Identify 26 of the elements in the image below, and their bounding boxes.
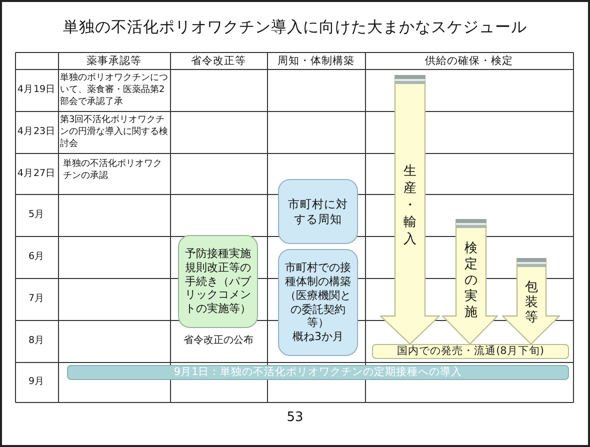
timeline-bar: 国内での発売・流通(8月下旬) [372, 344, 569, 359]
row-date: 8月 [28, 335, 45, 347]
diagram-title: 単独の不活化ポリオワクチン導入に向けた大まかなスケジュール [63, 17, 527, 37]
row-date: 9月 [28, 376, 45, 388]
row-date: 4月23日 [17, 126, 56, 138]
event-note: 省令改正の公布 [184, 334, 254, 346]
column-header: 周知・体制構築 [278, 54, 354, 68]
task-box: 市町村での接種体制の構築（医療機関との委託契約等） 概ね3か月 [278, 249, 358, 356]
column-header: 供給の確保・検定 [425, 54, 513, 68]
task-box: 予防接種実施規則改正等の手続き（パブリックコメントの実施等） [178, 235, 258, 328]
timeline-bar: 9月1日：単独の不活化ポリオワクチンの定期接種への導入 [67, 365, 569, 380]
column-header: 省令改正等 [191, 54, 246, 68]
task-box: 市町村に対する周知 [278, 179, 358, 244]
row-date: 4月27日 [17, 168, 56, 180]
edge-label: 生産・輸入 [403, 163, 417, 248]
row-date: 7月 [28, 293, 45, 305]
row-date: 6月 [28, 251, 45, 263]
row-date: 5月 [28, 209, 45, 221]
edge-label: 包装等 [524, 280, 538, 325]
row-date: 4月19日 [17, 84, 56, 96]
edge-label: 検定の実施 [464, 241, 478, 321]
page-number: 53 [286, 410, 304, 426]
column-header: 薬事承認等 [86, 54, 142, 68]
event-note: 単独の不活化ポリオワクチンの承認 [63, 158, 163, 182]
event-note: 第3回不活化ポリオワクチンの円滑な導入に関する検討会 [60, 114, 168, 150]
event-note: 単独のポリオワクチンについて、薬食審・医薬品第2部会で承認了承 [60, 72, 168, 108]
